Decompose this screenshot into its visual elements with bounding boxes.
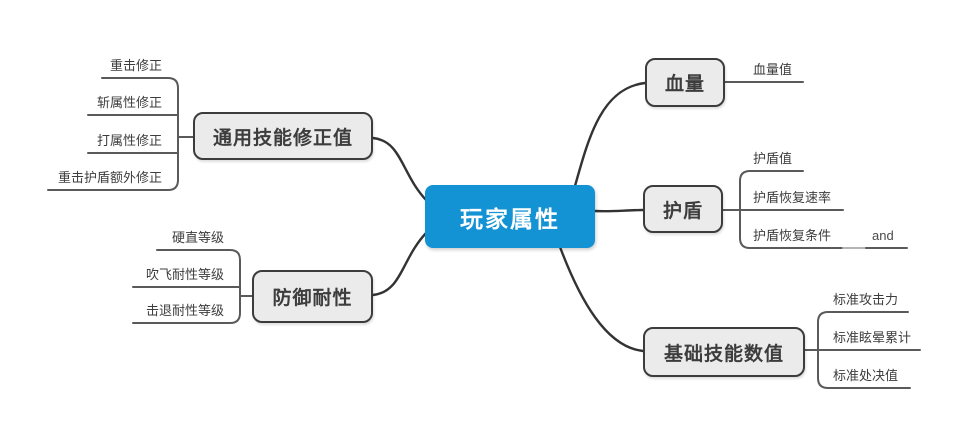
central-topic-player-attributes[interactable]: 玩家属性 (425, 185, 595, 248)
topic-base-skill-values-label: 基础技能数值 (663, 343, 784, 365)
curve-center-to-base-skill-values (558, 245, 645, 353)
topic-general-skill-modifiers[interactable]: 通用技能修正值 (193, 112, 373, 160)
curve-center-to-general-skill-modifiers (371, 136, 429, 203)
topic-shield[interactable]: 护盾 (643, 185, 723, 233)
child-heavy-hit-shield-extra-modifier[interactable]: 重击护盾额外修正 (57, 170, 162, 185)
child-strike-attr-modifier[interactable]: 打属性修正 (96, 133, 162, 148)
curve-center-to-hp (573, 81, 647, 188)
child-standard-stun-accumulation[interactable]: 标准眩晕累计 (833, 330, 912, 345)
topic-defense-resistance[interactable]: 防御耐性 (252, 270, 373, 323)
topic-hp-label: 血量 (664, 74, 705, 95)
child-shield-recovery-condition[interactable]: 护盾恢复条件 (753, 228, 832, 243)
topic-base-skill-values[interactable]: 基础技能数值 (643, 327, 805, 377)
topic-defense-resistance-label: 防御耐性 (272, 288, 353, 309)
child-knockback-resistance-level[interactable]: 击退耐性等级 (145, 303, 224, 318)
child-hp-value[interactable]: 血量值 (753, 62, 793, 77)
central-topic-label: 玩家属性 (460, 205, 560, 232)
child-standard-execution-value[interactable]: 标准处决值 (833, 368, 899, 383)
curve-center-to-shield (593, 208, 645, 213)
child-heavy-hit-modifier[interactable]: 重击修正 (109, 58, 162, 73)
child-standard-attack-power[interactable]: 标准攻击力 (833, 292, 899, 307)
child-slash-attr-modifier[interactable]: 斩属性修正 (96, 95, 162, 110)
topic-shield-label: 护盾 (662, 200, 703, 222)
topic-hp[interactable]: 血量 (645, 58, 725, 107)
child-hit-stun-level[interactable]: 硬直等级 (171, 230, 224, 245)
and-tag-label[interactable]: and (872, 228, 894, 243)
topic-general-skill-modifiers-label: 通用技能修正值 (212, 127, 353, 149)
child-shield-value[interactable]: 护盾值 (753, 151, 793, 166)
child-shield-recovery-rate[interactable]: 护盾恢复速率 (753, 190, 832, 205)
curve-center-to-defense-resistance (371, 230, 429, 297)
child-knockup-resistance-level[interactable]: 吹飞耐性等级 (145, 267, 224, 282)
bracket-general-skill-modifiers (47, 77, 179, 191)
